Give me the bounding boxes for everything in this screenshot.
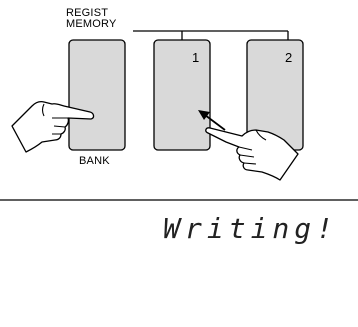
button-2-label: 2 (285, 50, 293, 65)
arrow-icon (198, 110, 226, 131)
button-1-label: 1 (192, 50, 200, 65)
lcd-display-text: Writing! (163, 212, 338, 245)
regist-memory-bracket (133, 30, 289, 41)
bank-label: BANK (79, 155, 110, 167)
memory-label: MEMORY (66, 18, 117, 30)
pointing-hand-icon (205, 127, 299, 181)
pointing-hand-icon (11, 100, 95, 153)
regist-label: REGIST (66, 7, 109, 19)
bank-button[interactable] (68, 39, 126, 151)
memory-button-1[interactable] (153, 39, 211, 151)
